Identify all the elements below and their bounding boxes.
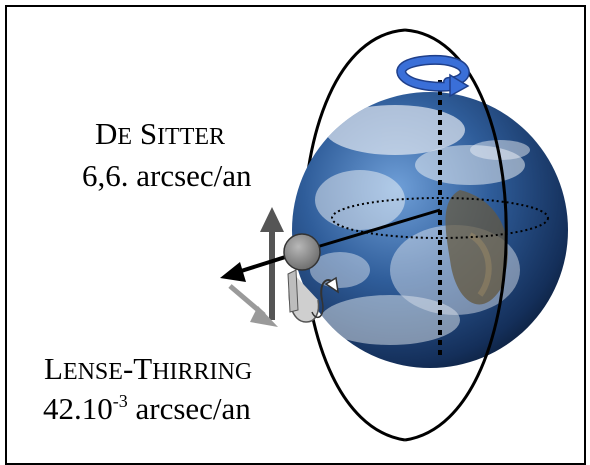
lense-thirring-rate: 42.10-3 arcsec/an xyxy=(43,391,251,426)
spin-arrow xyxy=(287,269,339,323)
lense-thirring-label: LENSE-THIRRING xyxy=(44,351,253,386)
frame-border xyxy=(5,5,586,465)
orbit-ellipse-front xyxy=(404,28,508,442)
de-sitter-rate: 6,6. arcsec/an xyxy=(82,158,252,193)
satellite xyxy=(283,233,321,271)
earth-rotation-arrow xyxy=(396,54,470,98)
equator-ellipse xyxy=(331,197,549,239)
gyroscope-vectors xyxy=(220,207,299,327)
de-sitter-label: DE SITTER xyxy=(95,116,226,151)
orbit-radius-line xyxy=(299,208,441,254)
